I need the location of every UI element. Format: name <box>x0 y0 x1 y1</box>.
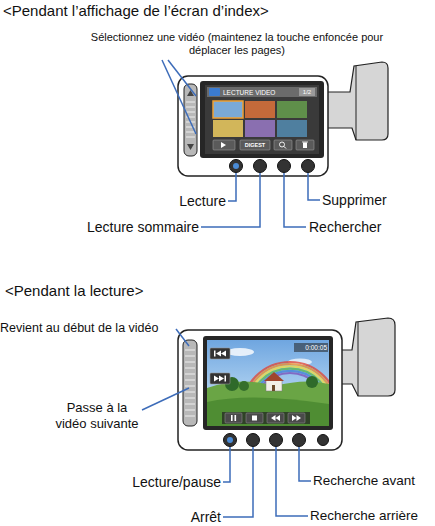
leader-line <box>228 173 236 201</box>
lcd-hinge <box>336 318 395 396</box>
callout-label: Supprimer <box>322 192 435 208</box>
lcd-hinge <box>322 62 388 140</box>
camcorder-playback <box>178 318 395 458</box>
callout-label: Lecture/pause <box>71 474 221 490</box>
operation-buttons <box>230 160 315 173</box>
leader-line <box>284 173 306 227</box>
leader-line <box>176 329 189 346</box>
screen-title-bar <box>207 87 317 97</box>
callout-label: Lecture <box>106 193 226 209</box>
callout-label: Rechercher <box>309 219 435 235</box>
sensor-ridges <box>185 350 195 416</box>
sensor-ridges <box>186 102 195 137</box>
operation-buttons <box>224 434 329 447</box>
touch-sensor <box>183 340 197 426</box>
leader-line <box>162 60 196 134</box>
section-heading: <Pendant la lecture> <box>5 283 305 299</box>
screen <box>205 85 319 154</box>
leader-line <box>223 447 253 517</box>
hinge-edge <box>356 66 357 140</box>
hinge-edge <box>358 322 359 396</box>
screen-title: LECTURE VIDEO <box>223 88 297 97</box>
camcorder-index <box>178 62 388 176</box>
callout-label: Passe à la vidéo suivante <box>52 400 142 432</box>
button-label: DIGEST <box>240 141 270 150</box>
screen-bezel <box>203 336 333 430</box>
landscape-picture <box>207 340 329 426</box>
sensor-arrow-down <box>187 144 194 150</box>
leader-line <box>299 447 311 481</box>
callout-label: Revient au début de la vidéo <box>0 320 200 336</box>
leader-line <box>142 388 189 410</box>
leader-line <box>308 173 320 200</box>
page-box <box>299 88 315 96</box>
screen-buttons <box>213 140 314 150</box>
callout-label: Arrêt <box>71 509 221 525</box>
callout-label: Lecture sommaire <box>4 219 199 235</box>
lcd-panel <box>178 76 328 176</box>
page-counter: 1/2 <box>299 88 315 97</box>
mode-icon <box>209 88 220 96</box>
screen-overlay-buttons <box>210 343 328 424</box>
leader-line <box>276 447 308 516</box>
screen-bezel <box>200 81 324 158</box>
lcd-panel <box>178 330 342 450</box>
timecode: 0:00:05 <box>294 343 327 352</box>
thumbnails <box>213 101 307 137</box>
leader-line <box>168 60 196 96</box>
callout-label: Recherche arrière <box>310 508 435 524</box>
callout-label: Recherche avant <box>313 473 435 489</box>
section-heading: <Pendant l’affichage de l’écran d’index> <box>3 3 433 19</box>
instruction-note: Sélectionnez une vidéo (maintenez la tou… <box>82 31 392 56</box>
leader-line <box>223 447 230 482</box>
